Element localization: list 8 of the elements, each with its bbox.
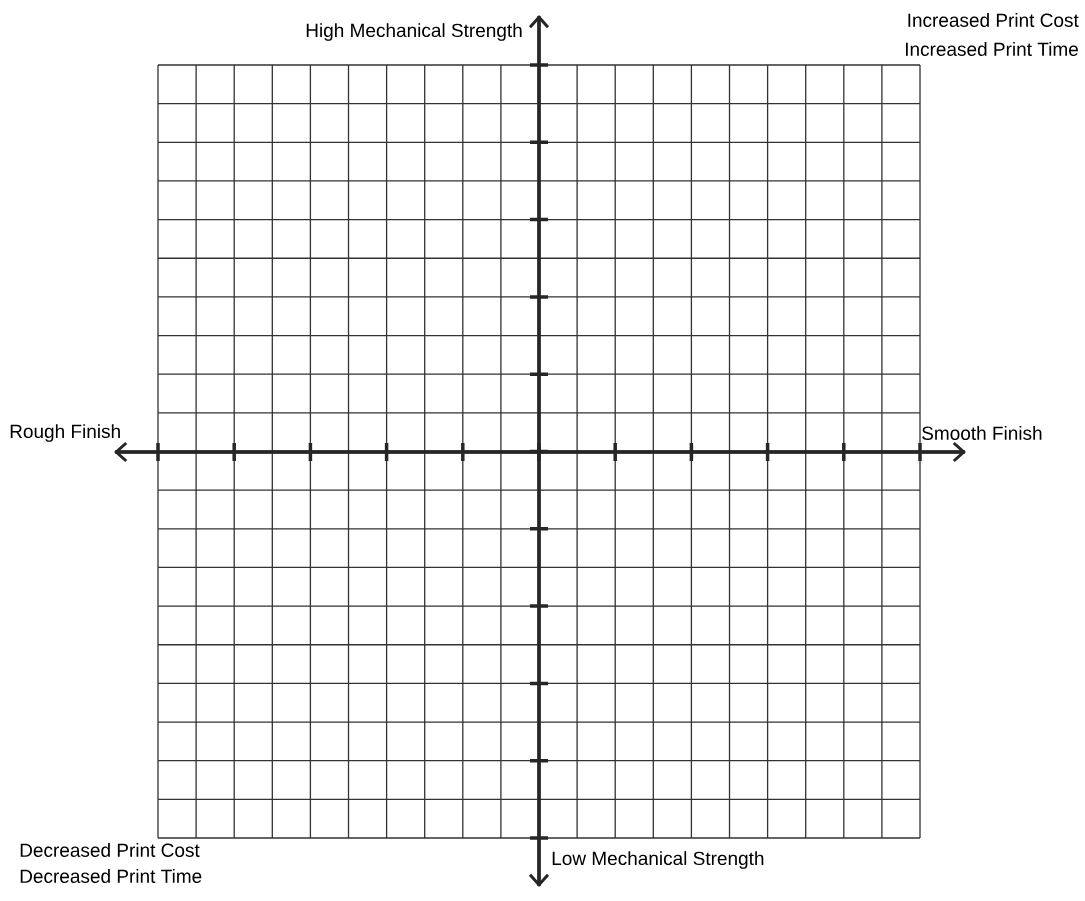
- axis-label: High Mechanical Strength: [306, 23, 522, 41]
- axis-label: Decreased Print Cost: [20, 843, 200, 857]
- axis-label: Rough Finish: [10, 424, 120, 442]
- axis-label: Increased Print Cost: [908, 13, 1079, 27]
- axis-label: Low Mechanical Strength: [552, 851, 764, 869]
- axis-label: Smooth Finish: [922, 426, 1042, 440]
- axis-label: Increased Print Time: [906, 42, 1078, 56]
- axis-label: Decreased Print Time: [20, 869, 202, 883]
